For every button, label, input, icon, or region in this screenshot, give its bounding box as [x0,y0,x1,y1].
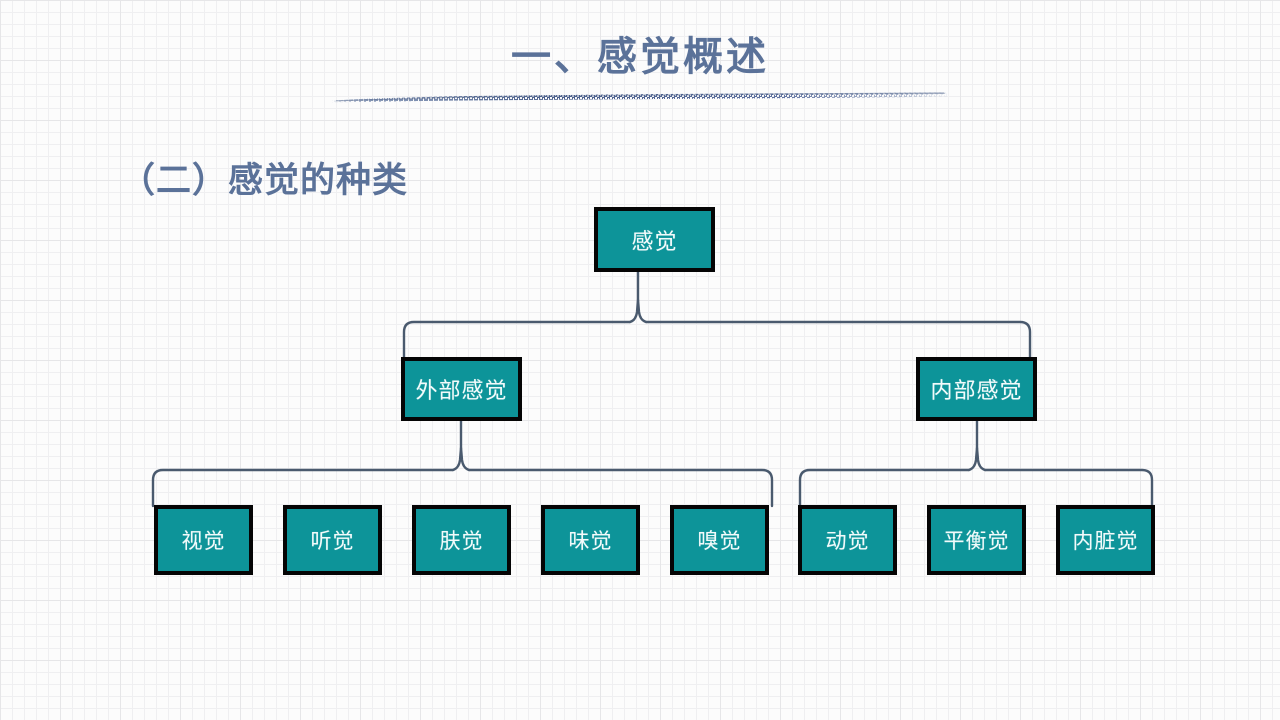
node-label: 内脏觉 [1072,529,1139,553]
connector-brace-level1 [402,320,1032,360]
node-leaf-vision[interactable]: 视觉 [154,505,253,575]
title-brush-underline [332,92,948,103]
connector-brace-internal [798,468,1154,508]
node-leaf-taste[interactable]: 味觉 [541,505,640,575]
section-subtitle: （二）感觉的种类 [120,161,409,201]
node-root-sensation[interactable]: 感觉 [594,207,715,272]
connector-internal-stem-right [975,446,987,472]
node-leaf-equilibrium[interactable]: 平衡觉 [927,505,1026,575]
title-block: 一、感觉概述 [0,34,1280,80]
node-label: 听觉 [310,529,355,553]
node-external-sensation[interactable]: 外部感觉 [401,357,522,421]
page-title: 一、感觉概述 [511,34,769,80]
connector-root-stem [628,270,640,324]
connector-external-stem [451,419,463,472]
node-leaf-kinesthetic[interactable]: 动觉 [798,505,897,575]
node-leaf-hearing[interactable]: 听觉 [283,505,382,575]
connector-brace-external [151,468,774,508]
node-label: 内部感觉 [930,379,1023,404]
node-label: 感觉 [631,229,678,255]
node-label: 动觉 [825,529,870,553]
node-label: 肤觉 [439,529,484,553]
node-label: 视觉 [181,529,226,553]
node-leaf-visceral[interactable]: 内脏觉 [1056,505,1155,575]
node-internal-sensation[interactable]: 内部感觉 [916,357,1037,421]
connector-internal-stem [967,419,979,472]
connector-root-stem-right [636,298,648,324]
connector-external-stem-right [459,446,471,472]
node-label: 外部感觉 [415,379,508,404]
node-leaf-smell[interactable]: 嗅觉 [670,505,769,575]
node-label: 嗅觉 [697,529,742,553]
node-label: 平衡觉 [943,529,1010,553]
node-leaf-skin[interactable]: 肤觉 [412,505,511,575]
node-label: 味觉 [568,529,613,553]
